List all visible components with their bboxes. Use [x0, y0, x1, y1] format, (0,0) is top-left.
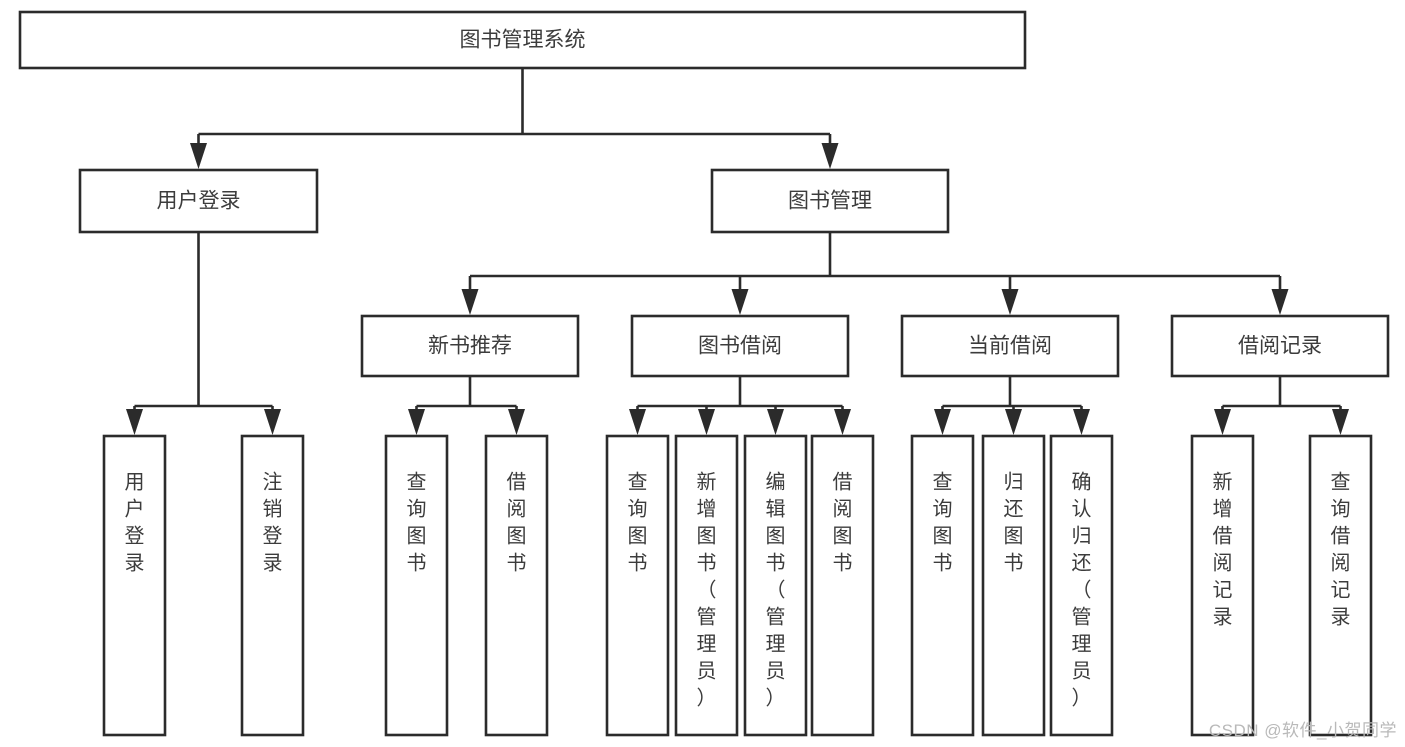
- node-label: 图书管理: [788, 190, 872, 213]
- arrow-head-icon: [264, 409, 281, 435]
- node-label: 借阅图书: [507, 471, 527, 575]
- node-box: [900, 314, 1120, 378]
- node-book-management[interactable]: 图书管理: [710, 168, 950, 234]
- arrow-head-icon: [767, 409, 784, 435]
- node-leaf-borrow-book[interactable]: 借阅图书: [810, 434, 875, 737]
- arrow-head-icon: [1332, 409, 1349, 435]
- node-label: 新增图书（管理员）: [697, 471, 717, 710]
- node-box: [102, 434, 167, 737]
- node-leaf-return-book[interactable]: 归还图书: [981, 434, 1046, 737]
- node-box: [674, 434, 739, 737]
- node-leaf-add-borrow-record[interactable]: 新增借阅记录: [1190, 434, 1255, 737]
- connector-group-book-management: [461, 232, 1289, 315]
- node-new-book-recommend[interactable]: 新书推荐: [360, 314, 580, 378]
- connector-group-new-book-recommend: [408, 376, 525, 435]
- node-box: [360, 314, 580, 378]
- node-box: [18, 10, 1027, 70]
- csdn-watermark: CSDN @软件_小贺同学: [1208, 721, 1397, 740]
- arrow-head-icon: [821, 143, 839, 169]
- node-book-borrow[interactable]: 图书借阅: [630, 314, 850, 378]
- node-label: 新增借阅记录: [1213, 471, 1233, 629]
- node-user-login[interactable]: 用户登录: [78, 168, 319, 234]
- node-label: 借阅记录: [1238, 335, 1322, 358]
- arrow-head-icon: [834, 409, 851, 435]
- connector-group-current-borrow: [934, 376, 1090, 435]
- arrow-head-icon: [1005, 409, 1022, 435]
- arrow-head-icon: [698, 409, 715, 435]
- node-label: 归还图书: [1004, 471, 1024, 575]
- node-label: 确认归还（管理员）: [1072, 471, 1092, 710]
- node-leaf-query-book-current[interactable]: 查询图书: [910, 434, 975, 737]
- node-box: [484, 434, 549, 737]
- node-box: [910, 434, 975, 737]
- node-box: [1170, 314, 1390, 378]
- node-leaf-add-book-admin[interactable]: 新增图书（管理员）: [674, 434, 739, 737]
- node-box: [1308, 434, 1373, 737]
- connector-group-book-borrow: [629, 376, 851, 435]
- node-label: 图书借阅: [698, 335, 782, 358]
- node-leaf-logout[interactable]: 注销登录: [240, 434, 305, 737]
- arrow-head-icon: [1214, 409, 1231, 435]
- connector-group-root: [190, 68, 839, 169]
- node-borrow-records[interactable]: 借阅记录: [1170, 314, 1390, 378]
- node-box: [605, 434, 670, 737]
- connector-group-borrow-records: [1214, 376, 1349, 435]
- node-label: 图书管理系统: [460, 29, 586, 52]
- arrow-head-icon: [408, 409, 425, 435]
- arrow-head-icon: [629, 409, 646, 435]
- connectors-layer: [126, 68, 1349, 435]
- arrow-head-icon: [731, 289, 749, 315]
- arrow-head-icon: [508, 409, 525, 435]
- node-label: 当前借阅: [968, 335, 1052, 358]
- node-label: 查询图书: [628, 471, 648, 575]
- node-box: [1190, 434, 1255, 737]
- node-label: 查询借阅记录: [1331, 471, 1351, 629]
- node-box: [240, 434, 305, 737]
- node-leaf-confirm-return-admin[interactable]: 确认归还（管理员）: [1049, 434, 1114, 737]
- node-leaf-query-book-recommend[interactable]: 查询图书: [384, 434, 449, 737]
- node-box: [630, 314, 850, 378]
- node-leaf-edit-book-admin[interactable]: 编辑图书（管理员）: [743, 434, 808, 737]
- node-label: 注销登录: [263, 471, 283, 575]
- arrow-head-icon: [190, 143, 207, 169]
- node-leaf-query-borrow-record[interactable]: 查询借阅记录: [1308, 434, 1373, 737]
- node-label: 借阅图书: [833, 471, 853, 575]
- node-box: [810, 434, 875, 737]
- nodes-layer: 图书管理系统用户登录图书管理新书推荐图书借阅当前借阅借阅记录用户登录注销登录查询…: [18, 10, 1390, 737]
- arrow-head-icon: [126, 409, 143, 435]
- node-label: 查询图书: [933, 471, 953, 575]
- node-leaf-user-login[interactable]: 用户登录: [102, 434, 167, 737]
- node-box: [710, 168, 950, 234]
- arrow-head-icon: [1271, 289, 1289, 315]
- node-box: [78, 168, 319, 234]
- node-leaf-query-book-borrow[interactable]: 查询图书: [605, 434, 670, 737]
- node-box: [981, 434, 1046, 737]
- node-box: [384, 434, 449, 737]
- arrow-head-icon: [461, 289, 479, 315]
- node-box: [743, 434, 808, 737]
- connector-group-user-login: [126, 232, 281, 435]
- arrow-head-icon: [1001, 289, 1019, 315]
- node-root[interactable]: 图书管理系统: [18, 10, 1027, 70]
- node-label: 用户登录: [157, 190, 241, 213]
- node-label: 编辑图书（管理员）: [766, 471, 786, 710]
- node-label: 查询图书: [407, 471, 427, 575]
- node-label: 新书推荐: [428, 335, 512, 358]
- arrow-head-icon: [1073, 409, 1090, 435]
- node-current-borrow[interactable]: 当前借阅: [900, 314, 1120, 378]
- node-leaf-borrow-book-recommend[interactable]: 借阅图书: [484, 434, 549, 737]
- node-label: 用户登录: [125, 472, 145, 575]
- node-box: [1049, 434, 1114, 737]
- arrow-head-icon: [934, 409, 951, 435]
